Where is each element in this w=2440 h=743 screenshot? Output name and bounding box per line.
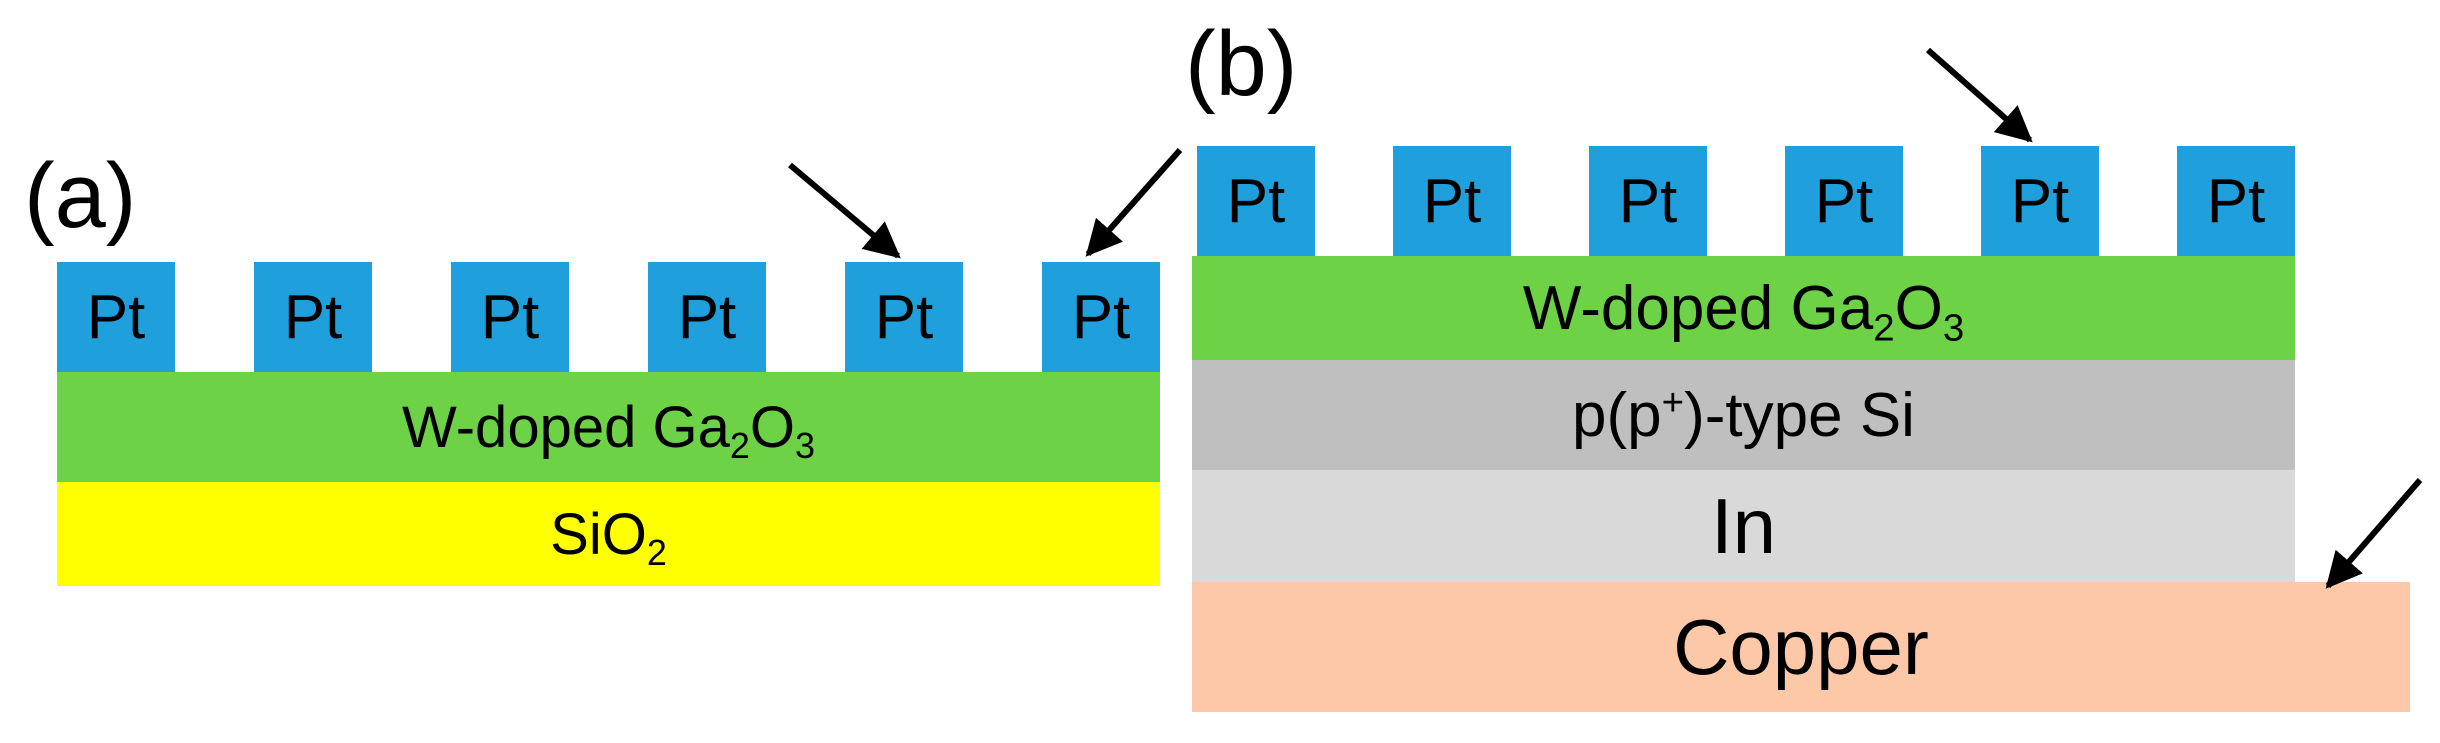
pt-label: Pt [1226, 166, 1286, 236]
layer-b-p-type-si: p(p+)-type Si [1192, 360, 2295, 470]
layer-a-sio2: SiO2 [57, 482, 1160, 586]
layer-b-w-doped-ga2o3: W-doped Ga2O3 [1192, 256, 2295, 360]
pt-electrode-a5: Pt [845, 262, 963, 372]
pt-electrode-b2: Pt [1393, 146, 1511, 256]
pt-label: Pt [1422, 166, 1482, 236]
panel-label-a: (a) [24, 145, 137, 247]
pt-label: Pt [283, 282, 343, 352]
pt-electrode-a3: Pt [451, 262, 569, 372]
pt-label: Pt [677, 282, 737, 352]
arrow-b-copper [2325, 478, 2423, 589]
arrow-a-pt5 [788, 162, 901, 259]
pt-label: Pt [1814, 166, 1874, 236]
pt-electrode-b1: Pt [1197, 146, 1315, 256]
pt-electrode-a6: Pt [1042, 262, 1160, 372]
pt-electrode-b5: Pt [1981, 146, 2099, 256]
pt-electrode-a2: Pt [254, 262, 372, 372]
layer-label: p(p+)-type Si [1572, 380, 1915, 450]
layer-label: W-doped Ga2O3 [1522, 273, 1965, 350]
pt-label: Pt [480, 282, 540, 352]
layer-label: SiO2 [550, 501, 667, 573]
pt-label: Pt [1618, 166, 1678, 236]
pt-electrode-a4: Pt [648, 262, 766, 372]
pt-label: Pt [86, 282, 146, 352]
arrow-a-pt6 [1085, 148, 1183, 257]
pt-label: Pt [874, 282, 934, 352]
pt-label: Pt [2206, 166, 2266, 236]
pt-electrode-b4: Pt [1785, 146, 1903, 256]
pt-electrode-a1: Pt [57, 262, 175, 372]
pt-electrode-b6: Pt [2177, 146, 2295, 256]
panel-label-b: (b) [1185, 13, 1298, 115]
pt-label: Pt [1071, 282, 1131, 352]
layer-b-indium: In [1192, 470, 2295, 582]
arrow-b-pt5 [1926, 47, 2033, 143]
layer-label: In [1710, 481, 1777, 570]
layer-label: Copper [1673, 602, 1929, 691]
pt-electrode-b3: Pt [1589, 146, 1707, 256]
layer-a-w-doped-ga2o3: W-doped Ga2O3 [57, 372, 1160, 482]
pt-label: Pt [2010, 166, 2070, 236]
layer-label: W-doped Ga2O3 [402, 394, 815, 466]
layer-b-copper: Copper [1192, 582, 2410, 712]
